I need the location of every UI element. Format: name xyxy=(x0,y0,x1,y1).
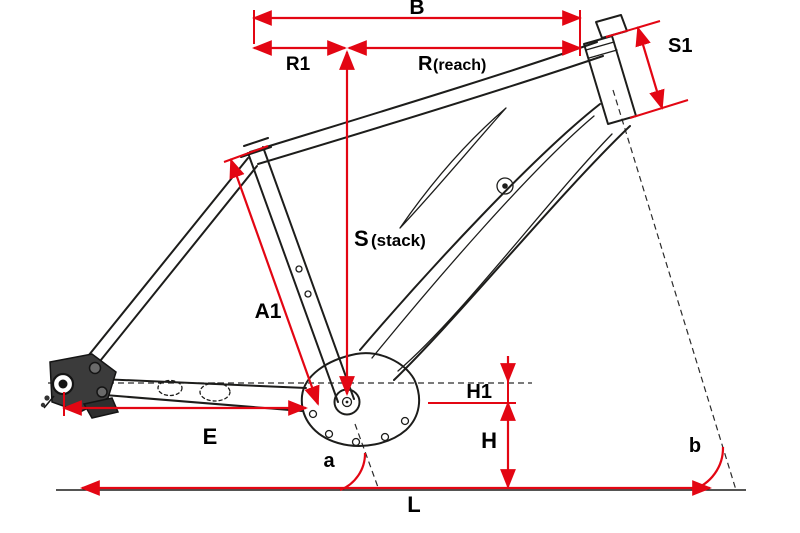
battery-cover-line-2 xyxy=(397,133,613,372)
bottle-boss-1 xyxy=(295,265,303,273)
bottle-boss-2 xyxy=(304,290,312,298)
bike-frame-drawing xyxy=(71,14,637,447)
label-angle-a: a xyxy=(323,450,335,472)
down-tube-lower-edge xyxy=(393,125,631,381)
seat-tube-axis-line xyxy=(354,423,380,491)
label-e: E xyxy=(203,424,218,449)
chainstay-section-mark-1 xyxy=(157,379,183,397)
label-h1: H1 xyxy=(466,381,492,403)
dim-s1-ext-top xyxy=(605,20,661,38)
motor-bolt-2 xyxy=(324,429,334,439)
seat-clamp-collar xyxy=(240,146,272,158)
label-stack-main: S xyxy=(354,226,369,251)
head-tube xyxy=(583,35,637,125)
bb-axle xyxy=(341,396,353,408)
dim-h1-bb-drop: H1 xyxy=(428,356,516,404)
head-tube-axis-line xyxy=(612,89,737,491)
label-r1: R1 xyxy=(286,54,311,75)
chainstay-section-mark-2 xyxy=(199,382,231,402)
dim-s1-head-tube: S1 xyxy=(605,20,692,119)
pivot-bolt-2 xyxy=(96,386,108,398)
label-h: H xyxy=(481,428,497,453)
top-tube-lower-edge xyxy=(257,55,604,165)
top-tube-upper-edge xyxy=(249,41,598,153)
dim-s1-ext-bottom xyxy=(629,99,689,119)
dim-a1-line xyxy=(229,158,320,406)
dim-l-wheelbase: L xyxy=(80,480,712,517)
label-angle-b: b xyxy=(689,435,701,457)
dim-e-chainstay: E xyxy=(62,392,308,449)
motor-bolt-5 xyxy=(400,416,410,426)
charge-port xyxy=(496,177,514,195)
label-stack-sub: (stack) xyxy=(371,231,426,250)
motor-bolt-4 xyxy=(380,432,390,442)
bb-center-point xyxy=(345,400,349,404)
label-reach-main: R xyxy=(418,53,433,75)
label-l: L xyxy=(407,492,420,517)
motor-bolt-1 xyxy=(308,409,318,419)
label-b: B xyxy=(409,0,424,19)
dim-a1-ext-top xyxy=(223,145,269,163)
dim-stack: S (stack) xyxy=(339,50,426,396)
label-a1: A1 xyxy=(255,300,282,323)
axle-lever xyxy=(43,395,55,409)
seat-stay-upper xyxy=(71,157,249,377)
label-s1: S1 xyxy=(668,35,692,57)
angle-b-arc xyxy=(691,446,725,492)
pivot-bolt-1 xyxy=(88,361,102,375)
down-tube-upper-edge xyxy=(359,103,601,351)
small-bolt-2 xyxy=(40,402,46,408)
dim-reach: R (reach) xyxy=(347,40,582,75)
angle-a-seat-tube: a xyxy=(323,450,367,492)
dim-h-bb-height: H xyxy=(481,401,516,489)
seat-tube-right-edge xyxy=(262,146,355,400)
battery-cover-line-1 xyxy=(371,115,595,359)
dim-r1: R1 xyxy=(252,40,347,75)
seat-stay-lower xyxy=(79,165,258,387)
angle-a-arc xyxy=(339,452,367,492)
headset-spacer-1 xyxy=(585,41,615,51)
dim-s1-line xyxy=(635,26,665,110)
seat-tube-top-cap xyxy=(243,137,269,147)
charge-port-dot xyxy=(502,183,508,189)
dim-a1-seat-tube: A1 xyxy=(223,145,320,406)
label-reach-sub: (reach) xyxy=(433,57,486,74)
rear-axle-center xyxy=(58,379,68,389)
small-bolt-1 xyxy=(44,395,50,401)
frame-window xyxy=(399,107,507,229)
construction-lines xyxy=(48,89,737,491)
motor-bolt-3 xyxy=(351,437,361,447)
headset-spacer-2 xyxy=(588,49,618,59)
angle-b-head-tube: b xyxy=(689,435,725,492)
